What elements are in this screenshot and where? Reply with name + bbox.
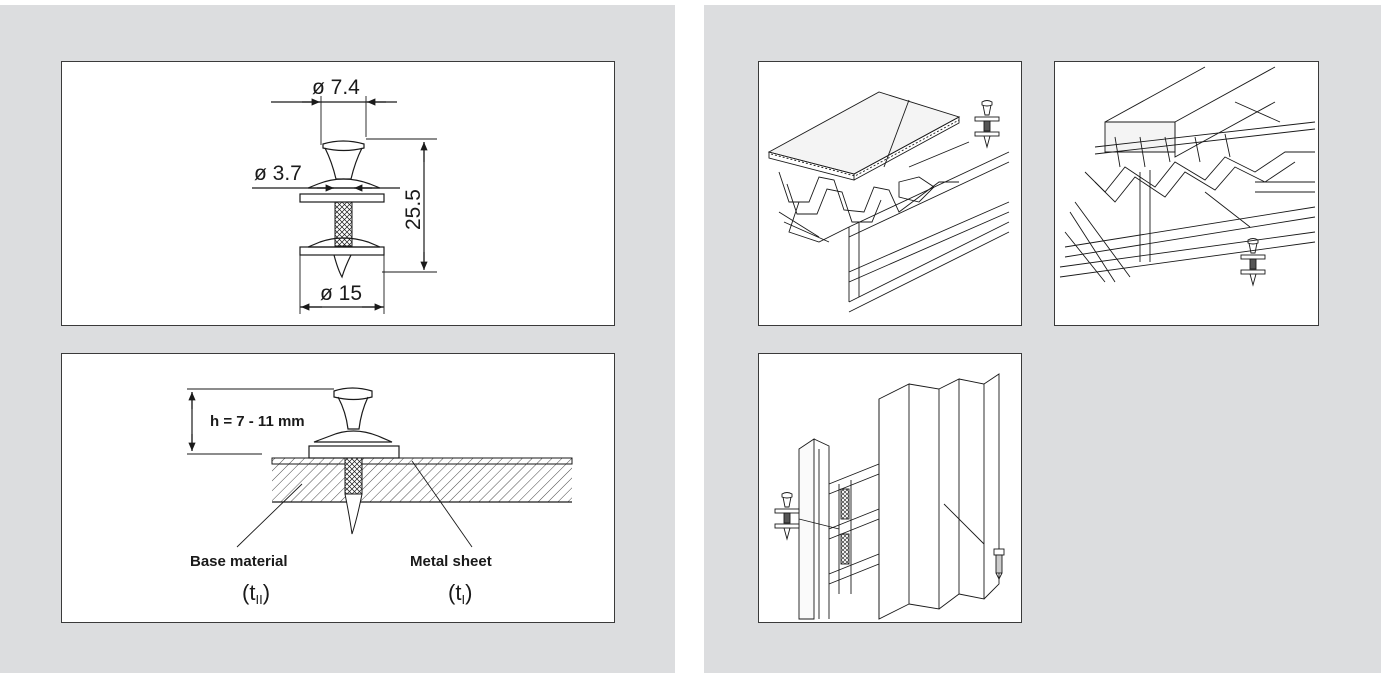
svg-text:(tII): (tII) [242, 580, 270, 607]
base-material-label: Base material [190, 553, 288, 570]
fastener-dimension-drawing: ø 7.4 ø 3.7 25.5 ø 15 [61, 61, 615, 326]
application-wall-cladding-illustration [758, 353, 1022, 623]
standoff-label: h = 7 - 11 mm [210, 413, 305, 430]
washer-diameter-label: ø 15 [320, 282, 362, 305]
shank-diameter-label: ø 3.7 [254, 162, 302, 185]
base-material-symbol: (tII) [242, 580, 270, 607]
metal-sheet-label: Metal sheet [410, 553, 492, 570]
application-composite-deck-illustration [1054, 61, 1319, 326]
head-diameter-label: ø 7.4 [312, 76, 360, 99]
length-label: 25.5 [402, 189, 425, 230]
metal-sheet-symbol: (tI) [448, 580, 472, 607]
application-roof-deck-illustration [758, 61, 1022, 326]
installation-drawing: h = 7 - 11 mm Base material Metal sheet … [61, 353, 615, 623]
svg-text:(tI): (tI) [448, 580, 472, 607]
